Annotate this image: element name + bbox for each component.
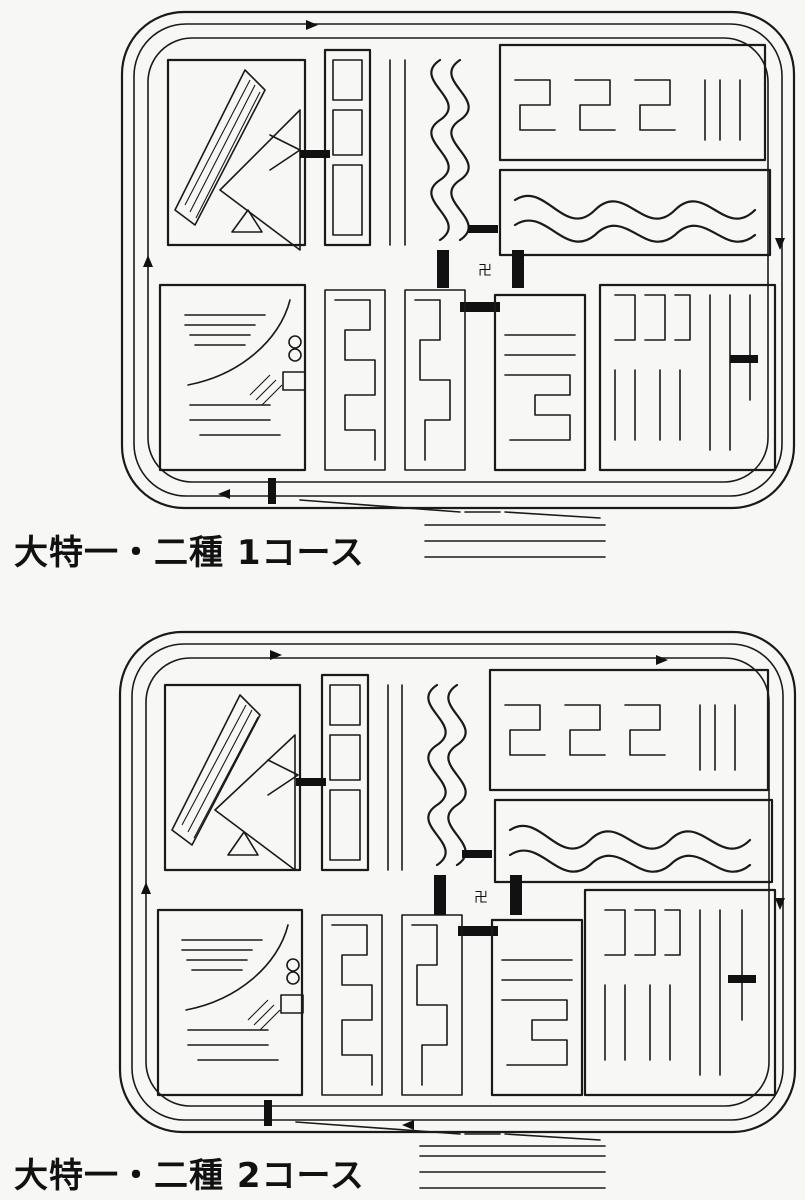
direction-arrow bbox=[270, 650, 282, 660]
svg-text:卍: 卍 bbox=[478, 263, 492, 279]
skid-area bbox=[156, 908, 304, 1097]
crank-rows-bottom bbox=[490, 918, 584, 1097]
crank-course-1 bbox=[320, 673, 370, 872]
direction-arrow bbox=[306, 20, 318, 30]
slope-area bbox=[163, 683, 302, 872]
crank-course-2 bbox=[324, 289, 466, 471]
s-curve-2 bbox=[498, 168, 772, 257]
crank-rows-bottom bbox=[493, 293, 587, 472]
start-lanes bbox=[268, 478, 606, 558]
crank-rows-top bbox=[488, 668, 770, 792]
pylon-area bbox=[598, 283, 777, 472]
outer-perimeter bbox=[120, 10, 796, 510]
course-2-label: 大特一・二種 2コース bbox=[14, 1156, 365, 1196]
start-lanes-2b bbox=[419, 1155, 606, 1189]
slope-area bbox=[166, 58, 307, 251]
skid-area bbox=[158, 283, 307, 472]
course-1-label: 大特一・二種 1コース bbox=[14, 533, 365, 573]
course-map-2: 卍 bbox=[0, 620, 805, 1160]
central-intersection: 卍 bbox=[296, 778, 522, 936]
svg-text:卍: 卍 bbox=[474, 890, 488, 906]
s-curve-2 bbox=[493, 798, 774, 884]
start-lanes bbox=[264, 1100, 606, 1147]
crank-course-1 bbox=[323, 48, 372, 247]
pylon-area bbox=[583, 888, 777, 1097]
s-curve-1 bbox=[389, 58, 470, 246]
crank-rows-top bbox=[498, 43, 767, 162]
outer-perimeter bbox=[118, 630, 797, 1134]
course-1-diagram: 卍 bbox=[120, 10, 796, 558]
crank-course-2 bbox=[321, 914, 463, 1096]
course-map-1: 卍 bbox=[120, 10, 796, 558]
central-intersection: 卍 bbox=[300, 150, 524, 312]
course-2-diagram: 卍 bbox=[118, 630, 797, 1147]
s-curve-1 bbox=[387, 683, 467, 871]
